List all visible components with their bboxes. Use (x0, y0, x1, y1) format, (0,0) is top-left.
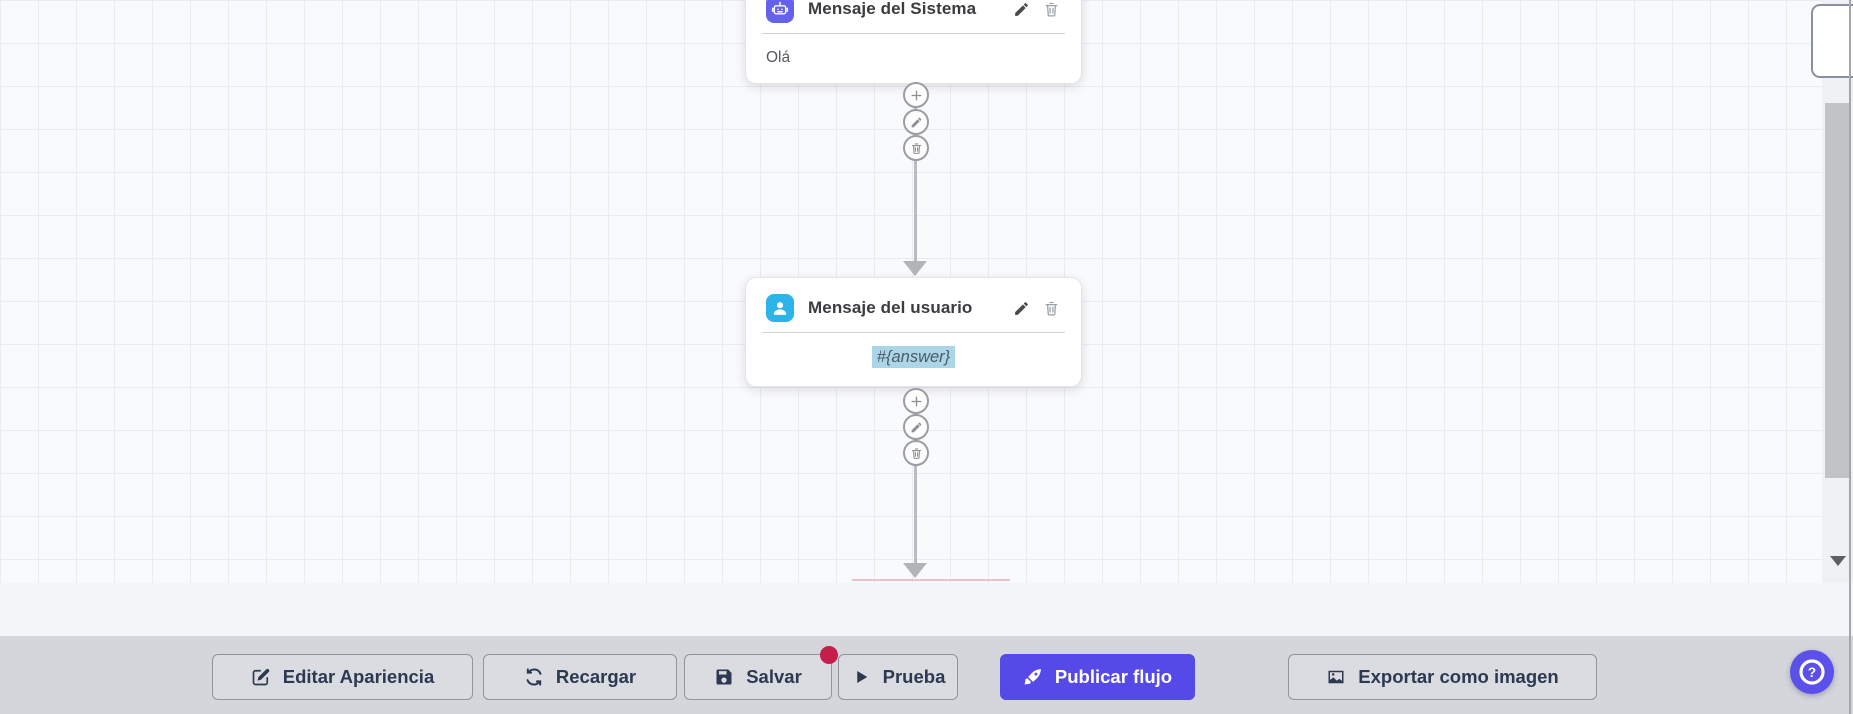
edit-connection-button[interactable] (903, 109, 929, 135)
svg-text:?: ? (1808, 665, 1816, 680)
connector-arrowhead (903, 563, 927, 578)
flow-canvas[interactable]: Mensaje del Sistema Olá (0, 0, 1853, 583)
add-node-button[interactable] (903, 388, 929, 414)
cutoff-side-panel[interactable] (1811, 4, 1853, 78)
variable-chip[interactable]: #{answer} (871, 346, 956, 368)
next-node-top-edge (852, 579, 1010, 581)
edit-node-icon[interactable] (1013, 299, 1031, 317)
user-icon (766, 294, 794, 322)
node-header: Mensaje del Sistema (746, 0, 1081, 33)
refresh-icon (526, 668, 542, 686)
play-icon (856, 671, 867, 683)
edit-appearance-button[interactable]: Editar Apariencia (212, 654, 473, 700)
vertical-scrollbar[interactable] (1822, 0, 1853, 583)
button-label: Exportar como imagen (1358, 666, 1559, 687)
robot-icon (766, 0, 794, 23)
delete-connection-button[interactable] (903, 135, 929, 161)
button-label: Recargar (555, 666, 637, 687)
window-edge-divider (1849, 0, 1851, 714)
test-button[interactable]: Prueba (838, 654, 958, 700)
button-label: Editar Apariencia (282, 666, 435, 687)
connector-arrowhead (903, 261, 927, 276)
button-label: Prueba (882, 666, 946, 687)
save-icon (716, 669, 732, 685)
export-image-button[interactable]: Exportar como imagen (1288, 654, 1597, 700)
bottom-toolbar: Editar Apariencia Recargar Salvar Prueba (0, 636, 1853, 714)
add-node-button[interactable] (903, 82, 929, 108)
publish-flow-button[interactable]: Publicar flujo (1000, 654, 1195, 700)
node-header: Mensaje del usuario (746, 278, 1081, 332)
node-system-message[interactable]: Mensaje del Sistema Olá (745, 0, 1082, 84)
help-button[interactable]: ? (1790, 650, 1834, 694)
edit-node-icon[interactable] (1013, 0, 1031, 18)
scrollbar-thumb[interactable] (1825, 103, 1850, 478)
button-label: Salvar (746, 666, 802, 687)
question-mark-icon: ? (1799, 659, 1825, 685)
node-body-text[interactable]: Olá (766, 49, 791, 66)
image-icon (1328, 670, 1344, 684)
button-label: Publicar flujo (1054, 666, 1173, 687)
node-user-message[interactable]: Mensaje del usuario #{answer} (745, 277, 1082, 387)
delete-node-icon[interactable] (1043, 0, 1061, 18)
edit-connection-button[interactable] (903, 414, 929, 440)
scroll-down-arrow-icon[interactable] (1830, 556, 1846, 566)
rocket-icon (1024, 669, 1041, 685)
connector-line (914, 388, 917, 566)
node-title: Mensaje del Sistema (808, 0, 977, 18)
canvas-footer-strip (0, 583, 1853, 636)
unsaved-changes-badge (820, 646, 838, 664)
delete-connection-button[interactable] (903, 440, 929, 466)
divider (762, 33, 1065, 34)
node-body[interactable]: #{answer} (746, 333, 1081, 382)
node-title: Mensaje del usuario (808, 298, 973, 317)
save-button[interactable]: Salvar (684, 654, 832, 700)
reload-button[interactable]: Recargar (483, 654, 677, 700)
delete-node-icon[interactable] (1043, 299, 1061, 317)
connector-line (914, 84, 917, 264)
edit-square-icon (252, 668, 270, 686)
divider (762, 332, 1065, 333)
